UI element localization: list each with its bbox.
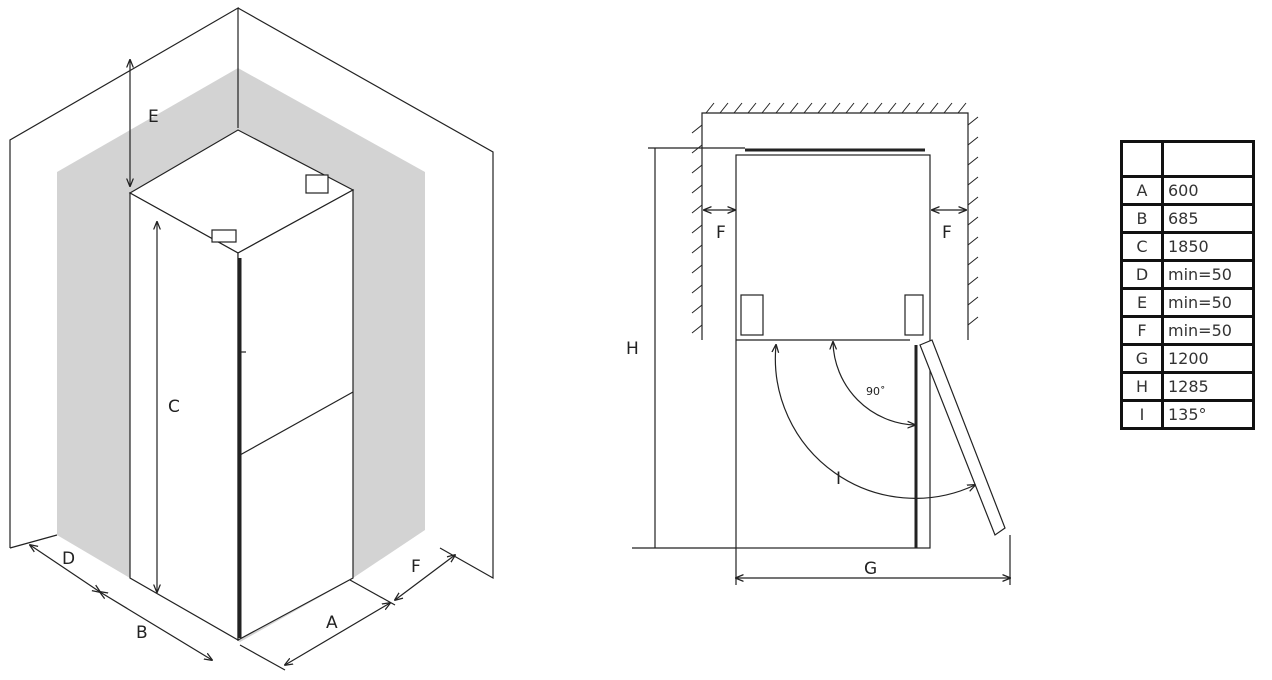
left-wall: [9, 6, 239, 548]
label-H: H: [626, 339, 639, 359]
label-angle-90: 90˚: [866, 385, 886, 398]
label-E: E: [148, 107, 159, 127]
row-value: 1285: [1161, 371, 1255, 402]
row-value: min=50: [1161, 287, 1255, 318]
row-value: 1850: [1161, 231, 1255, 262]
label-F: F: [411, 557, 421, 577]
door-split: [239, 391, 354, 456]
row-key: F: [1120, 315, 1164, 346]
hinge-icon: [904, 294, 924, 336]
wall-hatching: [691, 102, 979, 334]
right-wall: [237, 7, 494, 580]
row-key: A: [1120, 175, 1164, 206]
hinge-icon: [211, 229, 237, 243]
row-key: I: [1120, 399, 1164, 430]
row-key: D: [1120, 259, 1164, 290]
header-key: [1120, 140, 1164, 178]
header-value: [1161, 140, 1255, 178]
row-value: 1200: [1161, 343, 1255, 374]
row-value: min=50: [1161, 259, 1255, 290]
label-F-right: F: [942, 223, 952, 243]
label-C: C: [168, 397, 180, 417]
iso-view: [9, 6, 494, 671]
row-key: C: [1120, 231, 1164, 262]
fridge-outline: [735, 154, 931, 549]
open-door: [919, 339, 1006, 536]
row-value: 685: [1161, 203, 1255, 234]
label-I: I: [836, 469, 841, 489]
wall-niche: [701, 112, 969, 340]
row-key: H: [1120, 371, 1164, 402]
plan-view: [632, 102, 1010, 585]
row-key: E: [1120, 287, 1164, 318]
row-value: 135°: [1161, 399, 1255, 430]
label-D: D: [62, 549, 75, 569]
label-G: G: [864, 559, 877, 579]
fridge-front: [129, 191, 239, 642]
label-B: B: [136, 623, 148, 643]
row-value: min=50: [1161, 315, 1255, 346]
row-key: B: [1120, 203, 1164, 234]
hinge-icon: [305, 174, 329, 194]
hinge-icon: [740, 294, 764, 336]
row-key: G: [1120, 343, 1164, 374]
row-value: 600: [1161, 175, 1255, 206]
label-A: A: [326, 613, 338, 633]
table-header: [1120, 140, 1255, 178]
fridge-side: [237, 188, 354, 642]
label-F-left: F: [716, 223, 726, 243]
